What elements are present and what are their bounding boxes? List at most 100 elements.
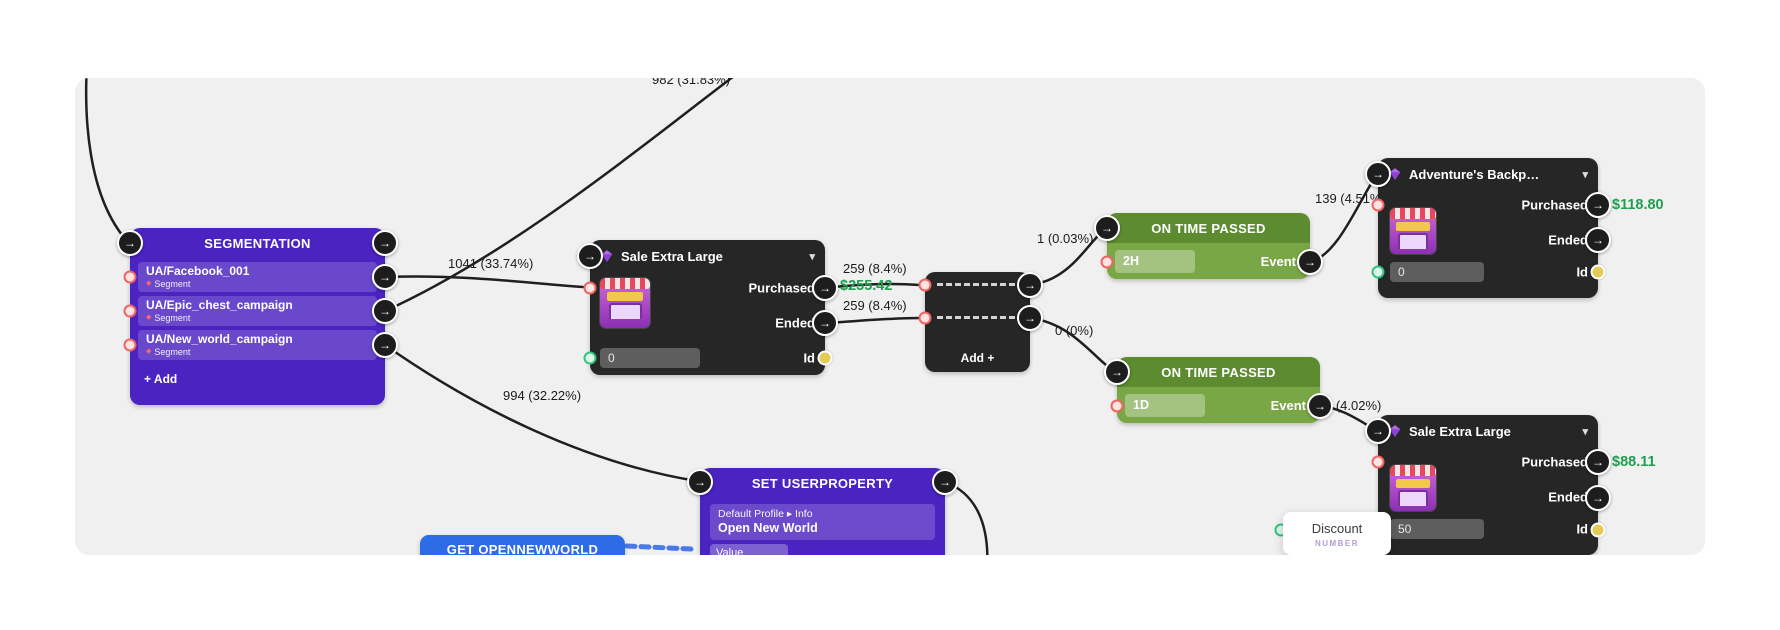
edge-seg-to-setprop [383, 343, 699, 483]
sale-offer-ended-out-port[interactable]: → [812, 310, 838, 336]
setprop-in-port[interactable]: → [687, 469, 713, 495]
id-label: Id [1576, 521, 1588, 537]
node-title: Sale Extra Large [1409, 423, 1511, 439]
gem-icon [600, 249, 614, 263]
segmentation-row3-out-port[interactable]: → [372, 332, 398, 358]
sale-offer-purchased-out-port[interactable]: → [812, 275, 838, 301]
segmentation-in-port[interactable]: → [117, 230, 143, 256]
edge-label: 982 (31.83%) [652, 78, 731, 87]
chevron-down-icon[interactable]: ▾ [1582, 425, 1588, 438]
input-pin[interactable] [1371, 198, 1385, 212]
segment-row[interactable]: UA/Facebook_001 ◆Segment [138, 262, 377, 293]
node-offer-sale-extra-large[interactable]: Sale Extra Large ▾ Purchased Ended 0 Id [590, 240, 825, 375]
sale2-purchased-out-port[interactable]: → [1585, 449, 1611, 475]
purchased-label: Purchased [1521, 454, 1588, 470]
timer2-in-port[interactable]: → [1104, 359, 1130, 385]
output-pin-green[interactable] [583, 351, 597, 365]
node-header[interactable]: Sale Extra Large ▾ [590, 240, 825, 272]
segment-row[interactable]: UA/Epic_chest_campaign ◆Segment [138, 296, 377, 327]
input-pin[interactable] [918, 278, 932, 292]
add-branch-button[interactable]: Add + [960, 351, 995, 365]
edge-label: 994 (32.22%) [503, 388, 582, 403]
flow-canvas[interactable]: 982 (31.83%) 1041 (33.74%) 994 (32.22%) … [75, 78, 1705, 555]
input-pin[interactable] [1371, 455, 1385, 469]
edge-label: 139 (4.51%) [1315, 191, 1386, 206]
setprop-out-port[interactable]: → [932, 469, 958, 495]
edge-label: 4 (4.02%) [1325, 398, 1382, 413]
add-segment-button[interactable]: + Add [144, 372, 178, 387]
segment-type: ◆Segment [146, 312, 191, 323]
variable-card-discount[interactable]: Discount NUMBER [1283, 512, 1391, 555]
timer2-event-out-port[interactable]: → [1307, 393, 1333, 419]
input-pin[interactable] [1110, 399, 1124, 413]
adventure-in-port[interactable]: → [1365, 161, 1391, 187]
node-offer-sale-extra-large-2[interactable]: Sale Extra Large ▾ Purchased Ended 50 Id [1378, 415, 1598, 555]
node-set-userproperty[interactable]: SET USERPROPERTY Default Profile ▸ Info … [700, 468, 945, 555]
input-pin[interactable] [583, 281, 597, 295]
sale2-in-port[interactable]: → [1365, 418, 1391, 444]
output-pin-green[interactable] [1371, 265, 1385, 279]
input-pin[interactable] [123, 338, 137, 352]
chevron-down-icon[interactable]: ▾ [1582, 168, 1588, 181]
id-input[interactable]: 0 [600, 348, 700, 368]
node-segmentation[interactable]: SEGMENTATION UA/Facebook_001 ◆Segment UA… [130, 228, 385, 405]
edge-seg-to-sale [383, 275, 585, 289]
segmentation-row1-out-port[interactable]: → [372, 264, 398, 290]
segmentation-row2-out-port[interactable]: → [372, 298, 398, 324]
input-pin[interactable] [1100, 255, 1114, 269]
revenue-label: $88.11 [1612, 454, 1656, 470]
node-split-router[interactable]: Add + [925, 272, 1030, 372]
edge-label: 1 (0.03%) [1037, 231, 1094, 246]
segment-name: UA/New_world_campaign [146, 332, 293, 347]
sale2-ended-out-port[interactable]: → [1585, 485, 1611, 511]
router-row1-out-port[interactable]: → [1017, 272, 1043, 298]
adventure-ended-out-port[interactable]: → [1585, 227, 1611, 253]
node-title: ON TIME PASSED [1117, 357, 1320, 387]
revenue-label: $255.42 [840, 278, 893, 294]
id-label: Id [1576, 264, 1588, 280]
segment-gem-icon: ◆ [146, 348, 152, 356]
userproperty-row[interactable]: Default Profile ▸ Info Open New World [710, 504, 935, 540]
variable-type: NUMBER [1314, 539, 1360, 548]
node-offer-adventures-backpack[interactable]: Adventure's Backp… ▾ Purchased Ended 0 I… [1378, 158, 1598, 298]
ended-label: Ended [775, 315, 815, 331]
input-pin[interactable] [123, 304, 137, 318]
node-header[interactable]: Adventure's Backp… ▾ [1378, 158, 1598, 190]
edge-ended-to-router2 [823, 316, 922, 325]
edge-label: 259 (8.4%) [843, 298, 907, 313]
router-row2-out-port[interactable]: → [1017, 305, 1043, 331]
id-input[interactable]: 0 [1390, 262, 1484, 282]
sale-offer-in-port[interactable]: → [577, 243, 603, 269]
id-label: Id [803, 350, 815, 366]
input-pin[interactable] [918, 311, 932, 325]
segment-row[interactable]: UA/New_world_campaign ◆Segment [138, 330, 377, 361]
segment-gem-icon: ◆ [146, 314, 152, 322]
timer1-in-port[interactable]: → [1094, 215, 1120, 241]
id-input[interactable]: 50 [1390, 519, 1484, 539]
segmentation-out-port[interactable]: → [372, 230, 398, 256]
dashed-slot [937, 316, 1015, 319]
edge-seg-row2-up [383, 78, 734, 313]
duration-input[interactable]: 2H [1115, 249, 1195, 273]
segment-type: ◆Segment [146, 347, 191, 358]
id-port-dot[interactable] [817, 350, 833, 366]
value-input[interactable]: Value [710, 543, 788, 555]
node-on-time-passed-2[interactable]: ON TIME PASSED 1D Event [1117, 357, 1320, 423]
segment-type: ◆Segment [146, 278, 191, 289]
node-header[interactable]: Sale Extra Large ▾ [1378, 415, 1598, 447]
input-pin[interactable] [123, 270, 137, 284]
edge-label: 0 (0%) [1055, 323, 1094, 338]
adventure-purchased-out-port[interactable]: → [1585, 192, 1611, 218]
segment-name: UA/Facebook_001 [146, 264, 250, 278]
timer1-event-out-port[interactable]: → [1297, 249, 1323, 275]
chevron-down-icon[interactable]: ▾ [809, 250, 815, 263]
offer-artwork [1390, 465, 1436, 511]
node-get-opennewworld[interactable]: GET OPENNEWWORLD [420, 535, 625, 555]
duration-input[interactable]: 1D [1125, 393, 1205, 417]
node-on-time-passed-1[interactable]: ON TIME PASSED 2H Event [1107, 213, 1310, 279]
id-port-dot[interactable] [1590, 522, 1606, 538]
edge-label: 1041 (33.74%) [448, 256, 534, 271]
offer-artwork [600, 278, 650, 328]
id-port-dot[interactable] [1590, 264, 1606, 280]
dashed-slot [937, 283, 1015, 286]
